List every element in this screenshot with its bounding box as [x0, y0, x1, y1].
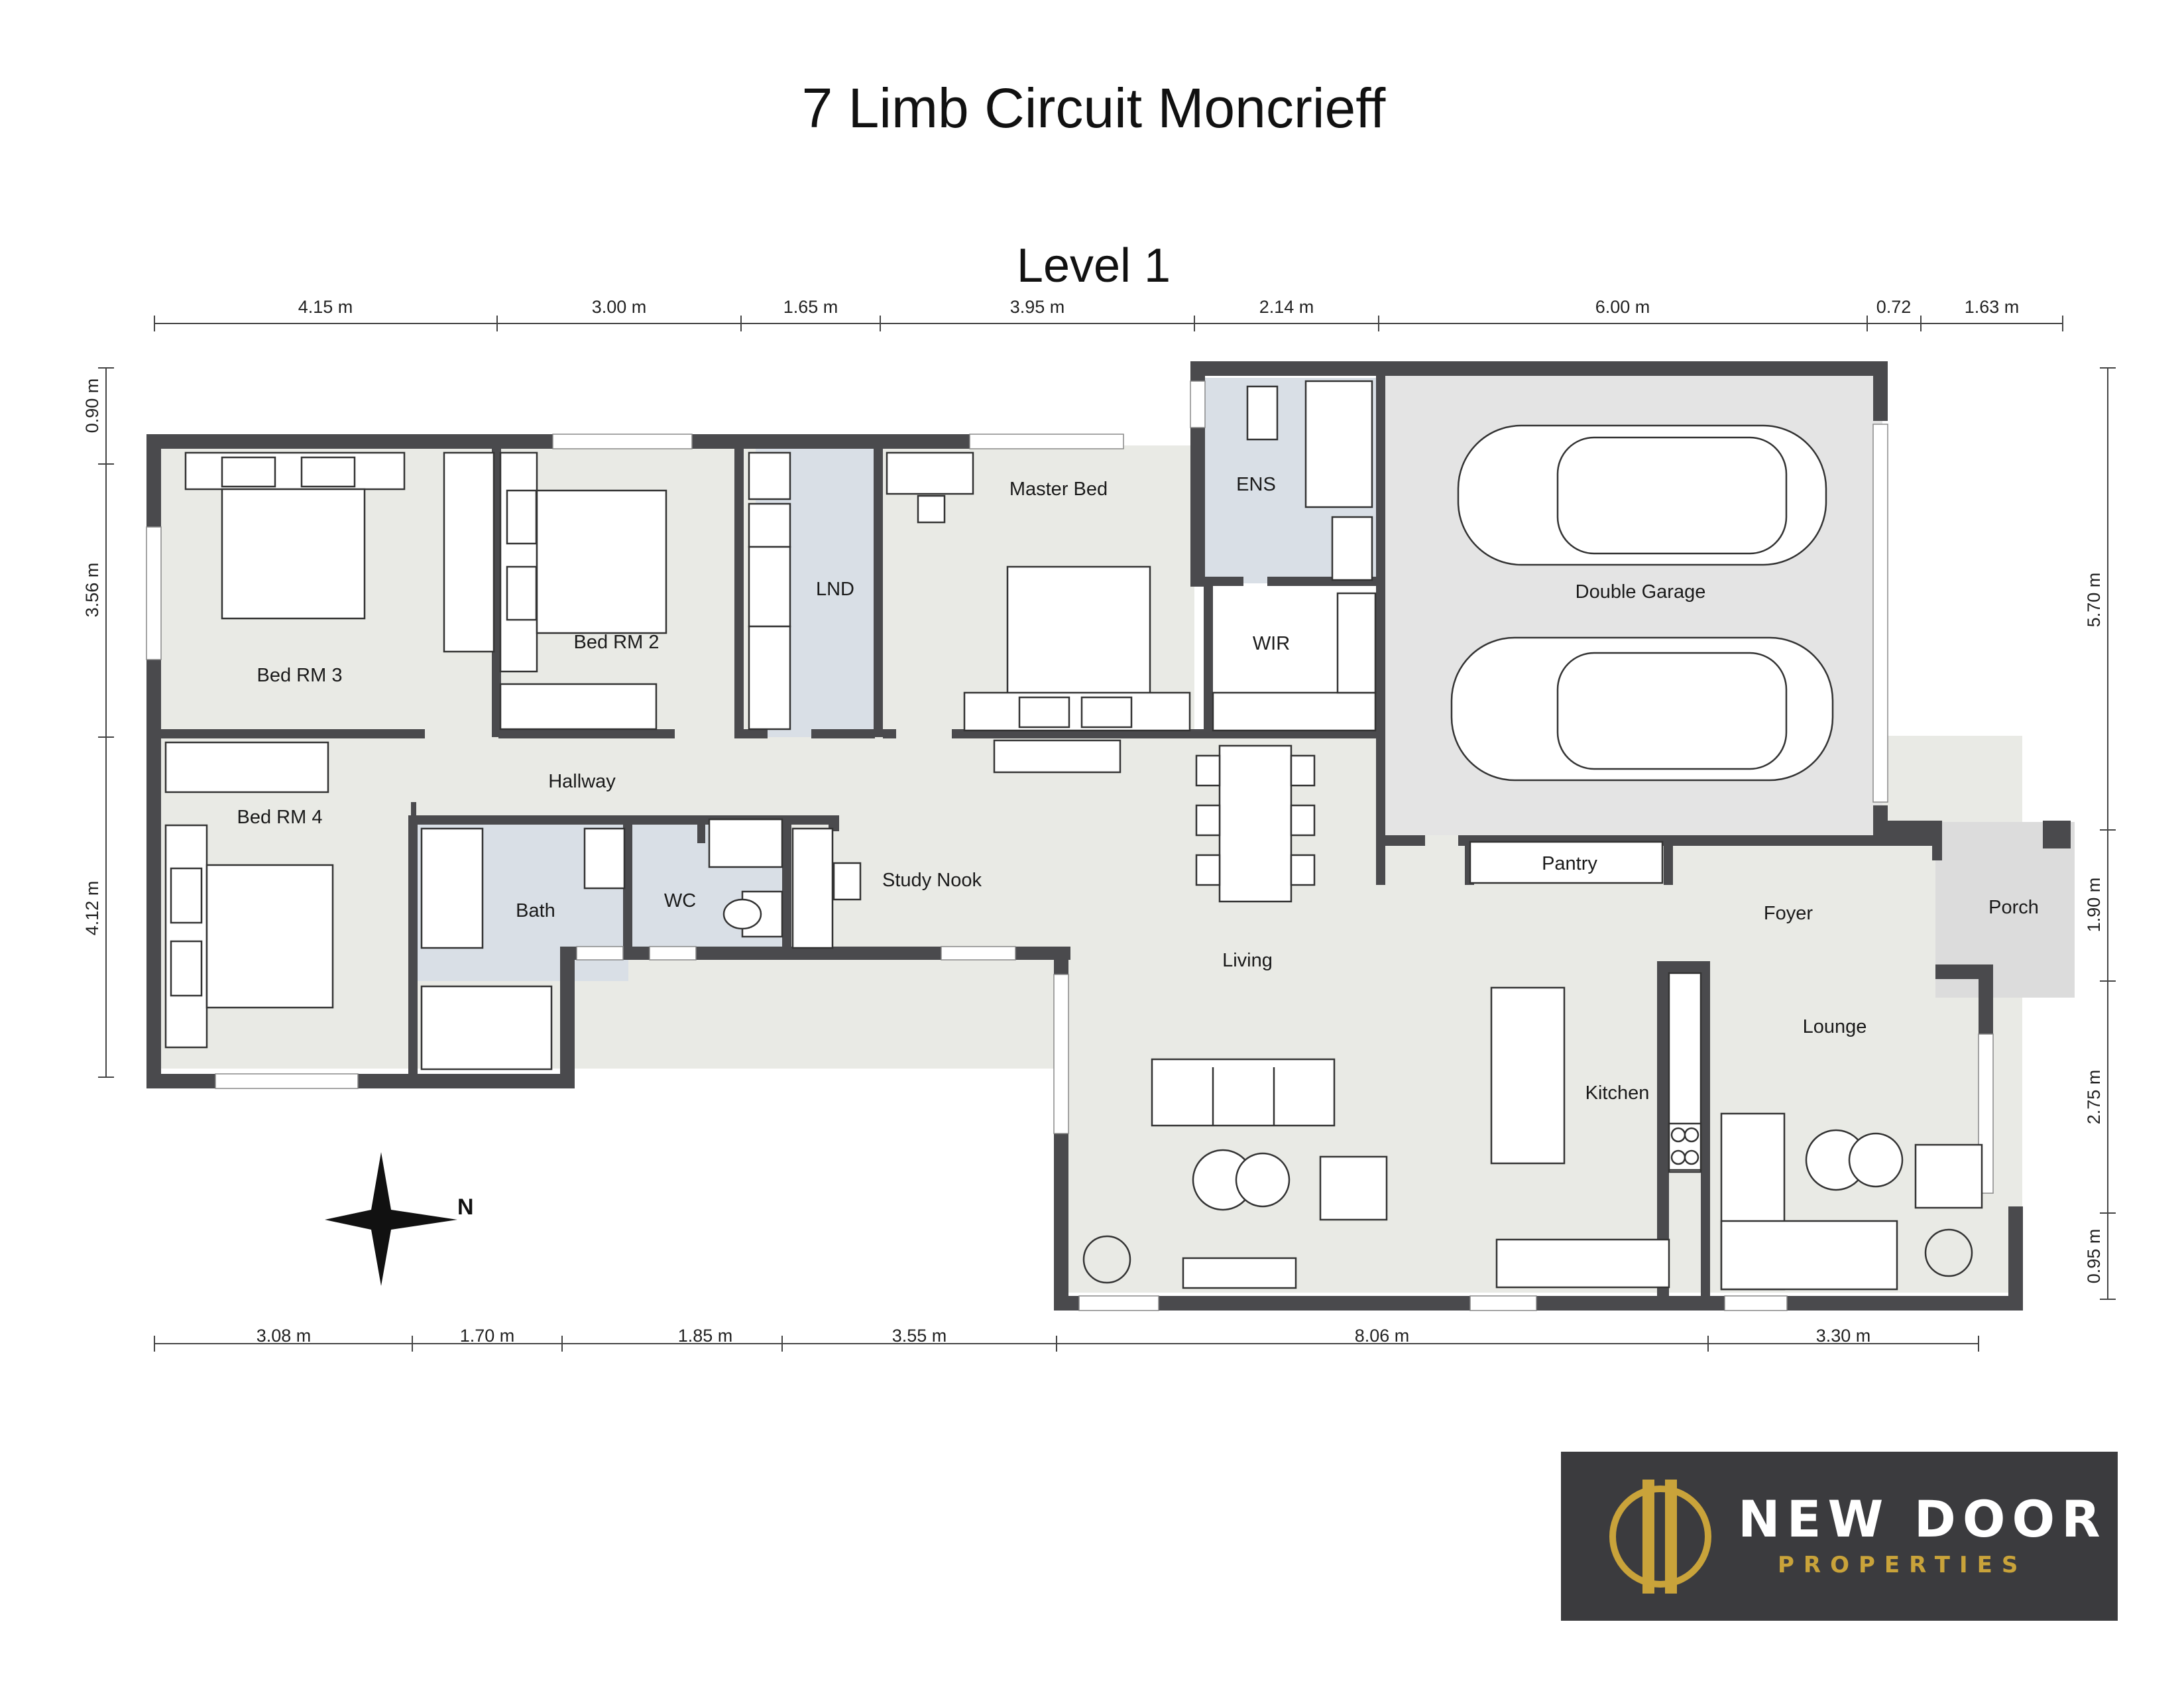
dim-bottom-5: 8.06 m [1355, 1326, 1410, 1346]
dim-top-6: 6.00 m [1595, 297, 1650, 317]
label-lnd: LND [816, 579, 854, 600]
dim-top-5: 2.14 m [1259, 297, 1314, 317]
compass-icon: N [325, 1152, 474, 1286]
dim-bottom-4: 3.55 m [892, 1326, 947, 1346]
plan-title: 7 Limb Circuit Moncrieff [802, 77, 1386, 139]
label-lounge: Lounge [1803, 1016, 1867, 1037]
compass-label: N [457, 1195, 474, 1220]
dim-top-1: 4.15 m [298, 297, 353, 317]
dim-left-1: 0.90 m [82, 379, 102, 434]
dim-right-1: 5.70 m [2084, 573, 2104, 628]
label-bath: Bath [516, 900, 555, 921]
label-study-nook: Study Nook [882, 870, 982, 891]
dimension-top: 4.15 m 3.00 m 1.65 m 3.95 m 2.14 m 6.00 … [154, 297, 2063, 331]
dim-bottom-1: 3.08 m [257, 1326, 312, 1346]
dim-bottom-6: 3.30 m [1816, 1326, 1871, 1346]
logo-mark-icon [1609, 1480, 1711, 1594]
label-master-bed: Master Bed [1009, 479, 1108, 500]
walls [146, 361, 2071, 1311]
dim-left-3: 4.12 m [82, 881, 102, 936]
label-porch: Porch [1988, 897, 2039, 918]
dim-top-2: 3.00 m [592, 297, 647, 317]
label-foyer: Foyer [1764, 903, 1813, 924]
dim-top-8: 1.63 m [1965, 297, 2020, 317]
label-bed-rm-4: Bed RM 4 [237, 807, 323, 828]
dim-top-7: 0.72 [1876, 297, 1912, 317]
dimension-bottom: 3.08 m 1.70 m 1.85 m 3.55 m 8.06 m 3.30 … [154, 1326, 1979, 1352]
label-bed-rm-3: Bed RM 3 [257, 665, 343, 686]
dim-bottom-2: 1.70 m [460, 1326, 515, 1346]
dimension-left: 0.90 m 3.56 m 4.12 m [82, 367, 114, 1078]
label-wir: WIR [1253, 633, 1290, 654]
label-living: Living [1222, 950, 1273, 971]
dim-top-4: 3.95 m [1010, 297, 1065, 317]
label-hallway: Hallway [548, 771, 616, 792]
label-bed-rm-2: Bed RM 2 [574, 632, 660, 653]
label-pantry: Pantry [1542, 853, 1597, 874]
dim-right-4: 0.95 m [2084, 1229, 2104, 1284]
furniture [164, 380, 1983, 1291]
dim-right-2: 1.90 m [2084, 878, 2104, 933]
level-title: Level 1 [1017, 239, 1171, 292]
logo: NEW DOOR PROPERTIES [1561, 1452, 2118, 1621]
label-ens: ENS [1236, 474, 1276, 495]
dimension-right: 5.70 m 1.90 m 2.75 m 0.95 m [2084, 367, 2116, 1300]
dim-right-3: 2.75 m [2084, 1070, 2104, 1125]
label-wc: WC [664, 890, 696, 911]
label-double-garage: Double Garage [1576, 581, 1706, 603]
logo-sub: PROPERTIES [1778, 1552, 2027, 1578]
windows [146, 380, 1994, 1311]
dim-left-2: 3.56 m [82, 563, 102, 618]
label-kitchen: Kitchen [1585, 1082, 1650, 1104]
logo-name: NEW DOOR [1738, 1489, 2107, 1548]
room-labels: Bed RM 3 Bed RM 2 LND Master Bed ENS WIR… [237, 474, 2039, 1104]
dim-top-3: 1.65 m [783, 297, 838, 317]
dim-bottom-3: 1.85 m [678, 1326, 733, 1346]
